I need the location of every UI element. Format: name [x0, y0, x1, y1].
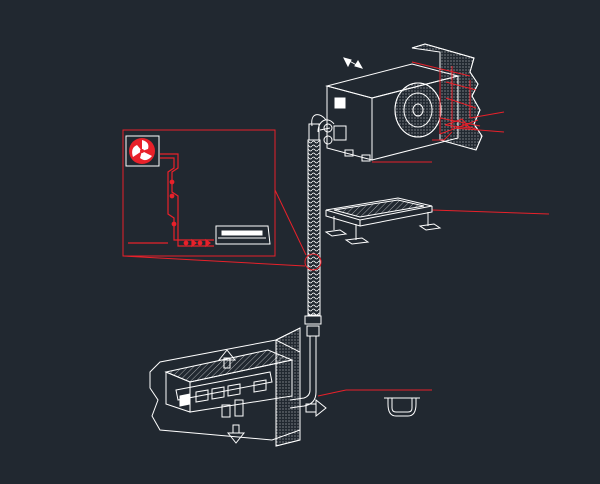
drain-arrow-icon [305, 398, 327, 418]
airflow-down-arrow-icon [221, 399, 246, 444]
wall-mount-bracket [411, 61, 481, 141]
airflow-up-arrow-icon [217, 349, 237, 369]
condensate-drain-trap [384, 397, 420, 417]
mounting-stand [324, 197, 442, 245]
detail-callout-box [122, 129, 307, 267]
indoor-wall-unit [149, 327, 327, 447]
panel-switch [334, 97, 346, 109]
outdoor-condenser-unit [323, 57, 460, 162]
insulated-refrigerant-line [289, 114, 335, 409]
double-arrow-icon [343, 57, 364, 69]
fan-symbol-icon [125, 135, 160, 167]
mini-indoor-unit [215, 225, 271, 245]
piping-schematic [128, 153, 214, 248]
fan-grille [394, 82, 442, 138]
detail-callout-marker [304, 253, 322, 271]
leader-lines-right [317, 111, 550, 397]
